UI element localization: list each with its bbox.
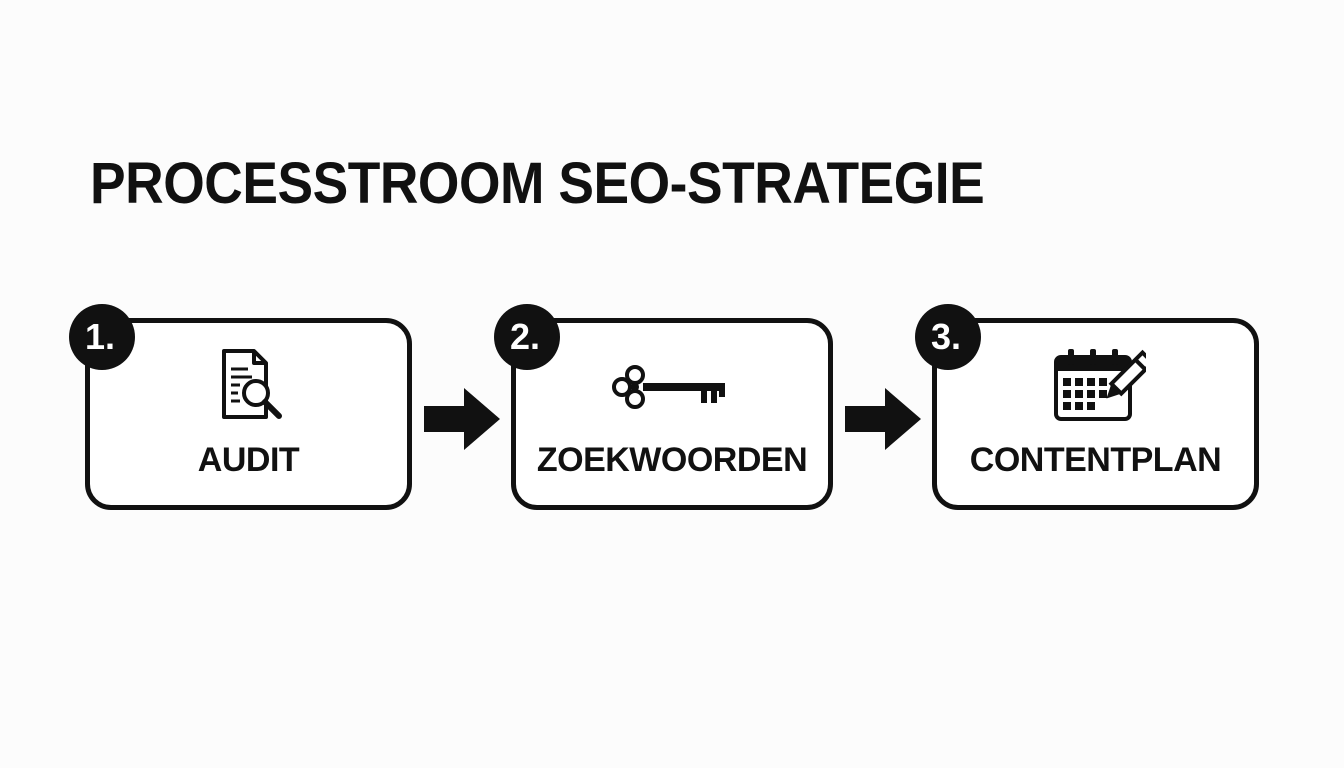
step-number-badge-3: 3. <box>915 304 981 370</box>
key-icon <box>612 365 725 409</box>
step-label-audit: AUDIT <box>197 441 300 479</box>
step-number-badge-2: 2. <box>494 304 560 370</box>
step-label-zoekwoorden: ZOEKWOORDEN <box>536 441 808 479</box>
step-audit-box: AUDIT <box>85 318 412 510</box>
calendar-pencil-icon <box>1053 349 1146 421</box>
document-magnifier-icon <box>221 349 282 419</box>
arrow-right-icon <box>424 388 500 450</box>
diagram-title: PROCESSTROOM SEO-STRATEGIE <box>90 151 985 216</box>
step-number-badge-1: 1. <box>69 304 135 370</box>
arrow-right-icon <box>845 388 921 450</box>
step-contentplan-box: CONTENTPLAN <box>932 318 1259 510</box>
step-zoekwoorden-box: ZOEKWOORDEN <box>511 318 833 510</box>
step-label-contentplan: CONTENTPLAN <box>969 441 1222 479</box>
